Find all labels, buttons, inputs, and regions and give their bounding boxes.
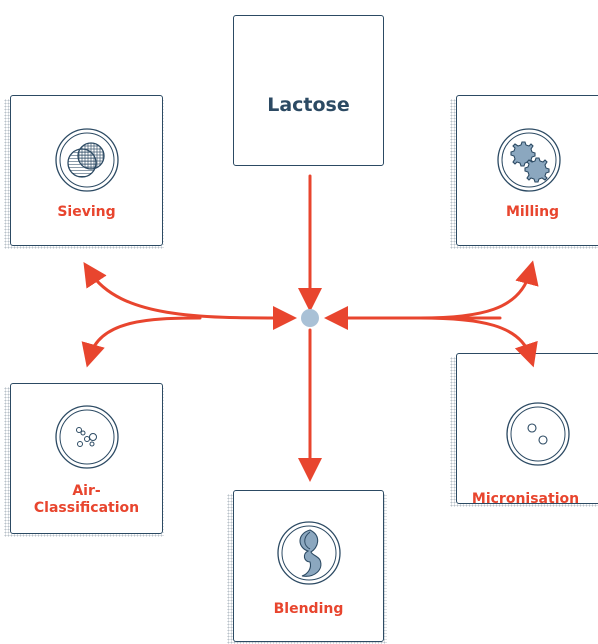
blending-box: Blending: [233, 490, 384, 642]
milling-box: Milling: [456, 95, 598, 246]
hub-to-milling-arrow: [418, 260, 539, 320]
lactose-label: Lactose: [267, 94, 350, 116]
sieving-label: Sieving: [57, 204, 116, 220]
micronised-particles-icon: [506, 402, 570, 466]
milling-label: Milling: [505, 204, 560, 220]
hub-to-micronisation-arrow: [418, 316, 538, 368]
particles-icon: [54, 405, 119, 469]
air-classification-box: Air- Classification: [10, 383, 163, 534]
air-classification-label-line-1: Air-: [72, 483, 101, 499]
blending-icon: [276, 521, 341, 585]
sieving-box: Sieving: [10, 95, 163, 246]
hub-to-left-arrow: [83, 261, 297, 330]
air-classification-label-line-2: Classification: [33, 500, 140, 516]
blending-label: Blending: [273, 601, 344, 617]
hub-node: [301, 309, 319, 327]
sieving-icon: [54, 128, 119, 192]
lactose-box: Lactose: [233, 15, 384, 166]
micronisation-label: Micronisation: [471, 491, 580, 507]
micronisation-box: Micronisation: [456, 353, 598, 507]
air-classification-label: Air- Classification: [11, 483, 162, 517]
hub-to-air-classification-arrow: [81, 316, 202, 368]
gears-icon: [497, 128, 561, 192]
